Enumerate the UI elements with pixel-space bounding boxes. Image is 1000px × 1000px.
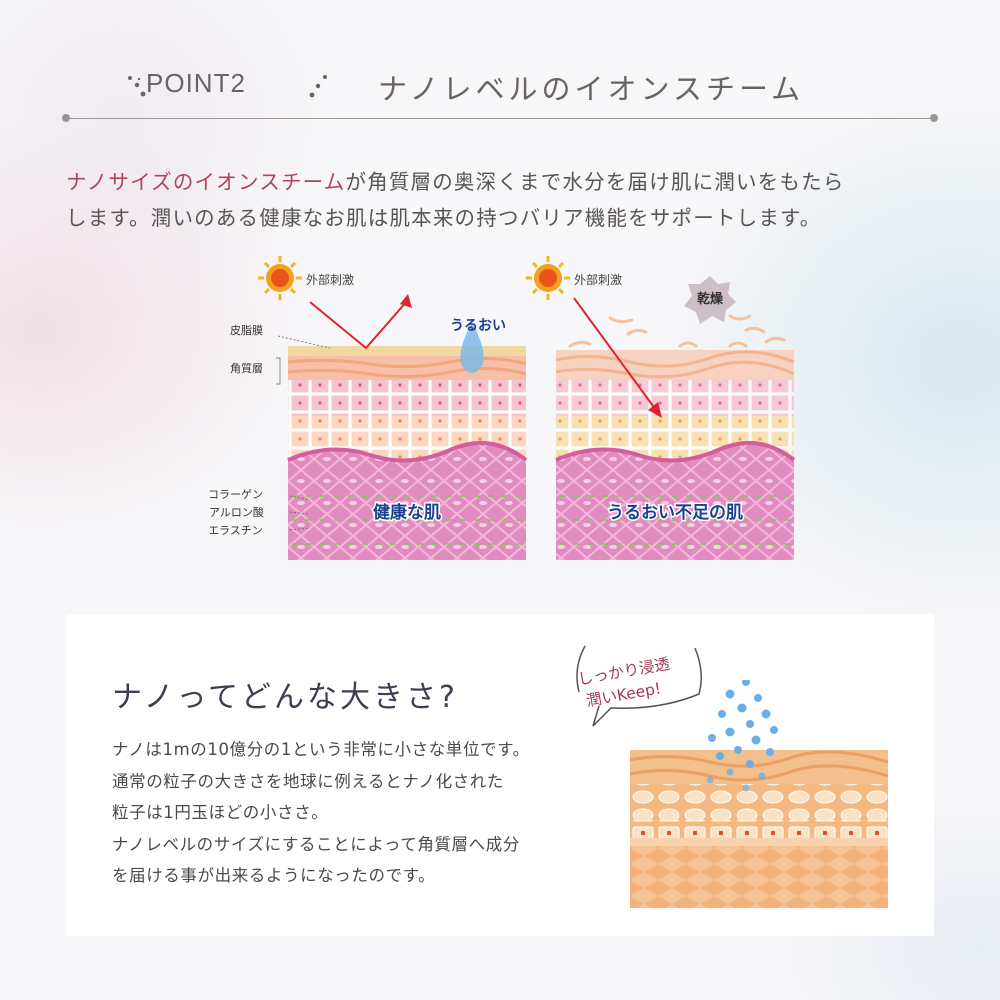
deflect-arrow xyxy=(309,299,409,350)
description-line2: します。潤いのある健康なお肌は肌本来の持つバリア機能をサポートします。 xyxy=(66,206,822,230)
nano-body-line: ナノは1mの10億分の1という非常に小さな単位です。 xyxy=(112,740,530,759)
healthy-skin-caption: 健康な肌 xyxy=(373,502,441,523)
divider-dot-left xyxy=(62,114,70,122)
nano-penetration-illustration xyxy=(630,680,889,908)
water-drop-icon xyxy=(460,322,484,373)
nano-body: ナノは1mの10億分の1という非常に小さな単位です。 通常の粒子の大きさを地球に… xyxy=(112,734,592,892)
sparkle-dots-left-icon xyxy=(128,76,146,97)
header-divider xyxy=(70,118,930,119)
stratum-label: 角質層 xyxy=(230,361,263,375)
nano-body-line: 通常の粒子の大きさを地球に例えるとナノ化された xyxy=(112,771,504,791)
nano-body-line: ナノレベルのサイズにすることによって角質層へ成分 xyxy=(112,834,520,854)
nano-body-line: 粒子は1円玉ほどの小ささ。 xyxy=(112,803,329,822)
hyaluronic-label: ヒアルロン酸 xyxy=(210,505,264,519)
sun-icon xyxy=(526,256,570,300)
dry-badge xyxy=(684,276,736,324)
dry-flakes xyxy=(568,314,786,348)
description-line1: が角質層の奥深くまで水分を届け肌に潤いをもたら xyxy=(345,170,845,194)
collagen-label: コラーゲン xyxy=(210,488,263,501)
left-external-label: 外部刺激 xyxy=(306,272,354,287)
penetration-bubble: しっかり浸透 潤いKeep! xyxy=(576,645,702,727)
point-label: POINT2 xyxy=(146,68,246,98)
dry-skin-caption: うるおい不足の肌 xyxy=(607,503,743,523)
nano-particles xyxy=(706,680,778,792)
penetrate-arrow xyxy=(573,297,657,411)
elastin-label: エラスチン xyxy=(210,524,263,537)
description: ナノサイズのイオンスチームが角質層の奥深くまで水分を届け肌に潤いをもたら します… xyxy=(66,164,946,236)
sparkle-dots-right-icon xyxy=(309,75,327,98)
description-highlight: ナノサイズのイオンスチーム xyxy=(66,170,346,194)
skin-diagram: 外部刺激 うるおい 皮脂膜 角質層 コラーゲン ヒアルロン酸 エラスチン 健康な… xyxy=(210,256,796,560)
sun-icon xyxy=(258,256,302,300)
section-title: ナノレベルのイオンスチーム xyxy=(378,72,805,106)
healthy-skin-panel xyxy=(258,256,528,560)
nano-title: ナノってどんな大きさ? xyxy=(112,680,458,715)
nano-body-line: を届ける事が出来るようになったのです。 xyxy=(112,866,436,885)
sebum-label: 皮脂膜 xyxy=(230,323,263,337)
dry-skin-panel xyxy=(526,256,796,560)
moisture-label: うるおい xyxy=(450,318,506,334)
dry-label: 乾燥 xyxy=(697,291,724,307)
divider-dot-right xyxy=(930,114,938,122)
section-header: ⠈ POINT2 ナノレベルのイオンスチーム xyxy=(60,58,940,126)
right-external-label: 外部刺激 xyxy=(574,272,622,287)
